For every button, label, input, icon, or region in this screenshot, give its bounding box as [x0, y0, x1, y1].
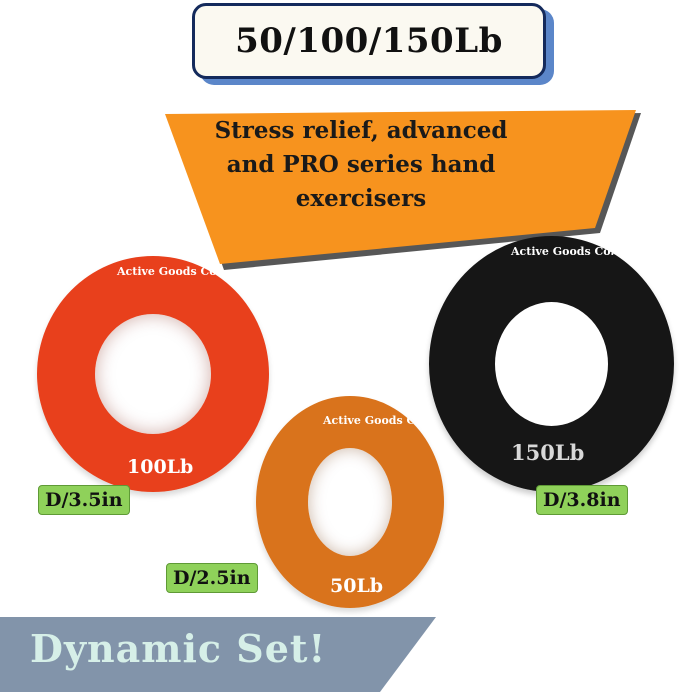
brand-label-150lb: Active Goods Co.: [511, 245, 615, 258]
footer-band: [0, 617, 436, 692]
orange-banner: [165, 110, 636, 264]
brand-label-100lb: Active Goods Co.: [117, 265, 221, 278]
diameter-badge-150lb: D/3.8in: [536, 485, 628, 515]
title-box: 50/100/150Lb: [192, 3, 546, 79]
footer-slogan: Dynamic Set!: [30, 626, 327, 671]
weight-label-100lb: 100Lb: [127, 456, 194, 478]
diameter-badge-50lb: D/2.5in: [166, 563, 258, 593]
page-title: 50/100/150Lb: [235, 21, 503, 61]
weight-label-150lb: 150Lb: [511, 440, 585, 465]
subtitle: Stress relief, advanced and PRO series h…: [214, 117, 508, 212]
weight-label-50lb: 50Lb: [330, 575, 384, 597]
diameter-badge-100lb: D/3.5in: [38, 485, 130, 515]
brand-label-50lb: Active Goods Co.: [323, 414, 427, 427]
